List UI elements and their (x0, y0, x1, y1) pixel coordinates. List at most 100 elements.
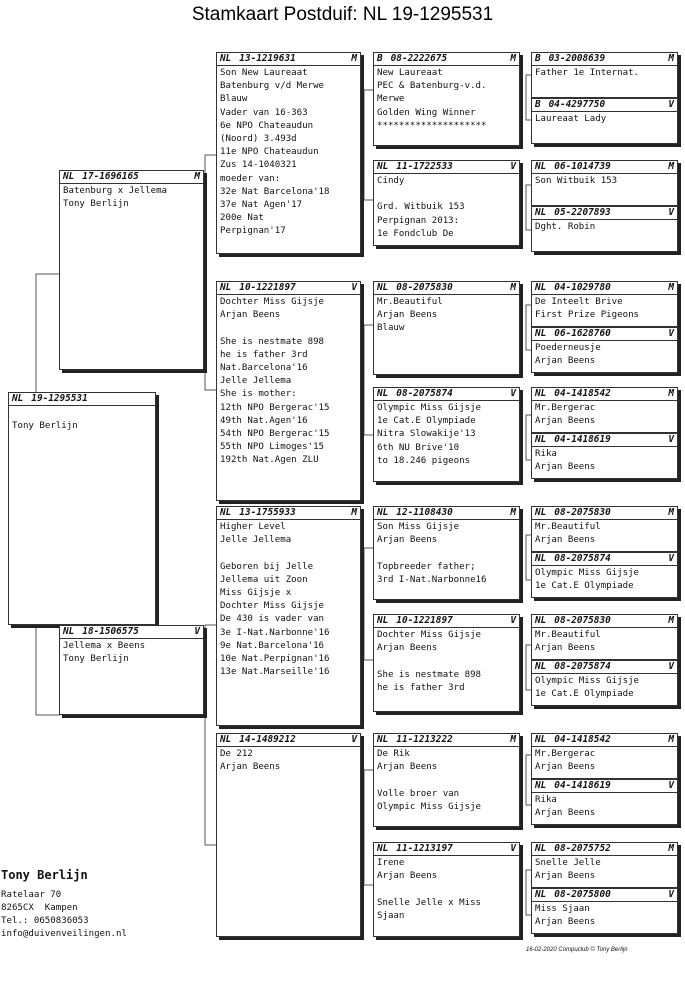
card-header: NL 08-2075874 V (532, 661, 677, 674)
card-country: NL (535, 661, 547, 672)
card-country: NL (220, 53, 232, 64)
card-text: Miss Sjaan Arjan Beens (535, 904, 596, 928)
card-sex: V (668, 780, 674, 791)
owner-name: Tony Berlijn (1, 868, 88, 882)
card-country: NL (63, 626, 75, 637)
card-sex: M (668, 507, 674, 518)
card-text: Irene Arjan Beens Snelle Jelle x Miss Sj… (377, 858, 482, 921)
card-ring-number: 04-1029780 (554, 282, 611, 293)
card-sex: M (668, 843, 674, 854)
card-sex: M (668, 388, 674, 399)
card-ring-number: 06-1014739 (554, 161, 611, 172)
card-ring-number: 08-2075800 (554, 889, 611, 900)
card-sex: M (510, 282, 516, 293)
card-text: Dochter Miss Gijsje Arjan Beens She is n… (220, 297, 330, 466)
card-country: NL (377, 507, 389, 518)
card-country: NL (377, 388, 389, 399)
card-sex: V (194, 626, 200, 637)
card-text: Mr.Bergerac Arjan Beens (535, 403, 596, 427)
card-sex: V (510, 388, 516, 399)
page-title: Stamkaart Postduif: NL 19-1295531 (191, 4, 494, 25)
card-sex: M (668, 161, 674, 172)
card-text: Mr.Beautiful Arjan Beens Blauw (377, 297, 443, 334)
card-country: NL (220, 282, 232, 293)
card-sex: V (668, 99, 674, 110)
card-ring-number: 11-1722533 (396, 161, 453, 172)
card-ring-number: 08-2075830 (554, 615, 611, 626)
card-text: Olympic Miss Gijsje 1e Cat.E Olympiade (535, 568, 640, 592)
card-header: NL 08-2075830 M (532, 615, 677, 628)
card-sex: V (510, 615, 516, 626)
card-text: Rika Arjan Beens (535, 449, 596, 473)
card-ring-number: 08-2075830 (396, 282, 453, 293)
card-text: Mr.Bergerac Arjan Beens (535, 749, 596, 773)
card-sex: V (351, 282, 357, 293)
card-ring-number: 11-1213222 (396, 734, 453, 745)
card-sex: M (510, 507, 516, 518)
card-sex: M (668, 734, 674, 745)
card-country: NL (535, 889, 547, 900)
pedigree-card: NL 12-1108430 M Son Miss Gijsje Arjan Beens… (373, 506, 520, 600)
card-country: NL (535, 615, 547, 626)
card-text: Tony Berlijn (12, 421, 78, 432)
card-ring-number: 13-1755933 (239, 507, 296, 518)
card-country: NL (535, 780, 547, 791)
card-text: New Laureaat PEC & Batenburg-v.d. Merwe … (377, 68, 487, 131)
card-text: Rika Arjan Beens (535, 795, 596, 819)
card-ring-number: 04-1418542 (554, 734, 611, 745)
card-sex: M (668, 615, 674, 626)
card-ring-number: 12-1108430 (396, 507, 453, 518)
card-ring-number: 08-2075874 (554, 661, 611, 672)
card-country: NL (12, 393, 24, 404)
card-text: Dght. Robin (535, 222, 596, 232)
card-sex: V (668, 207, 674, 218)
card-country: NL (377, 161, 389, 172)
card-country: NL (535, 843, 547, 854)
card-country: NL (220, 507, 232, 518)
card-country: NL (535, 434, 547, 445)
card-ring-number: 08-2222675 (390, 53, 448, 64)
card-text: Batenburg x Jellema Tony Berlijn (63, 186, 168, 210)
card-text: Dochter Miss Gijsje Arjan Beens She is n… (377, 630, 482, 693)
card-text: Father 1e Internat. (535, 68, 640, 78)
card-text: Poederneusje Arjan Beens (535, 343, 601, 367)
card-country: NL (535, 507, 547, 518)
card-sex: M (351, 53, 357, 64)
card-sex: V (668, 661, 674, 672)
card-text: Son Miss Gijsje Arjan Beens Topbreeder f… (377, 522, 487, 585)
